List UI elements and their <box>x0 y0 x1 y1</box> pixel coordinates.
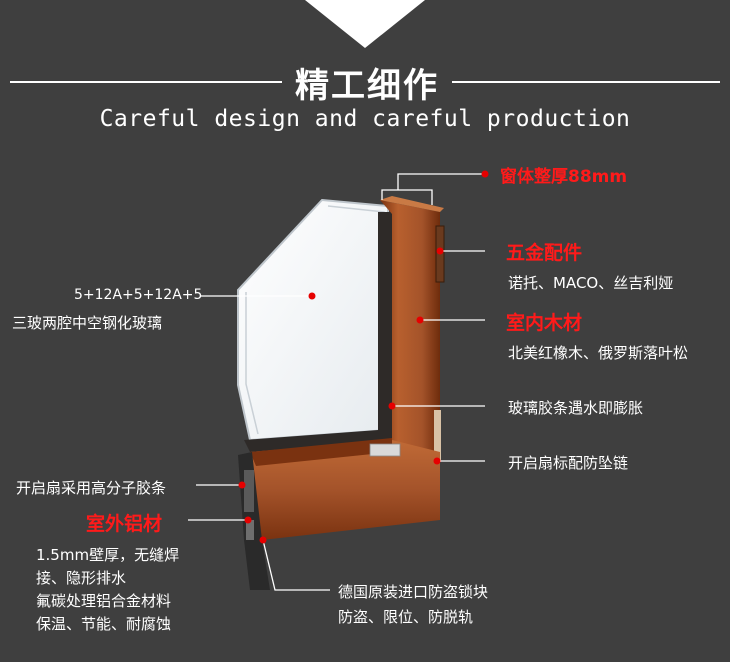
title-divider-left <box>10 81 282 83</box>
callout-lock-title: 德国原装进口防盗锁块 <box>338 583 489 601</box>
callout-glass-spec: 5+12A+5+12A+5 <box>74 287 203 303</box>
callout-hardware-title: 五金配件 <box>506 242 583 264</box>
callout-glass-seal: 玻璃胶条遇水即膨胀 <box>508 399 644 417</box>
wood-stile <box>380 200 440 520</box>
callout-aluminum-desc-4: 保温、节能、耐腐蚀 <box>36 615 172 633</box>
callout-wood-desc: 北美红橡木、俄罗斯落叶松 <box>508 344 689 362</box>
callout-aluminum-title: 室外铝材 <box>86 513 163 535</box>
callout-lock-desc: 防盗、限位、防脱轨 <box>338 608 474 626</box>
page-subtitle: Careful design and careful production <box>99 106 631 132</box>
callout-aluminum-desc-1: 1.5mm壁厚，无缝焊 <box>36 546 180 564</box>
top-notch-decoration <box>305 0 425 48</box>
callout-hardware-desc: 诺托、MACO、丝吉利娅 <box>508 274 674 292</box>
callout-sash-seal: 开启扇采用高分子胶条 <box>16 479 167 497</box>
callout-aluminum-desc-2: 接、隐形排水 <box>36 569 127 587</box>
callout-aluminum-desc-3: 氟碳处理铝合金材料 <box>36 592 172 610</box>
glass-pane <box>237 198 389 442</box>
callout-glass-desc: 三玻两腔中空钢化玻璃 <box>12 314 163 332</box>
callout-sash-chain: 开启扇标配防坠链 <box>508 454 629 472</box>
wood-rail <box>246 440 440 540</box>
page-title: 精工细作 <box>295 66 439 106</box>
callout-wood-title: 室内木材 <box>506 312 583 334</box>
title-divider-right <box>452 81 720 83</box>
callout-frame-thickness: 窗体整厚88mm <box>500 167 628 187</box>
